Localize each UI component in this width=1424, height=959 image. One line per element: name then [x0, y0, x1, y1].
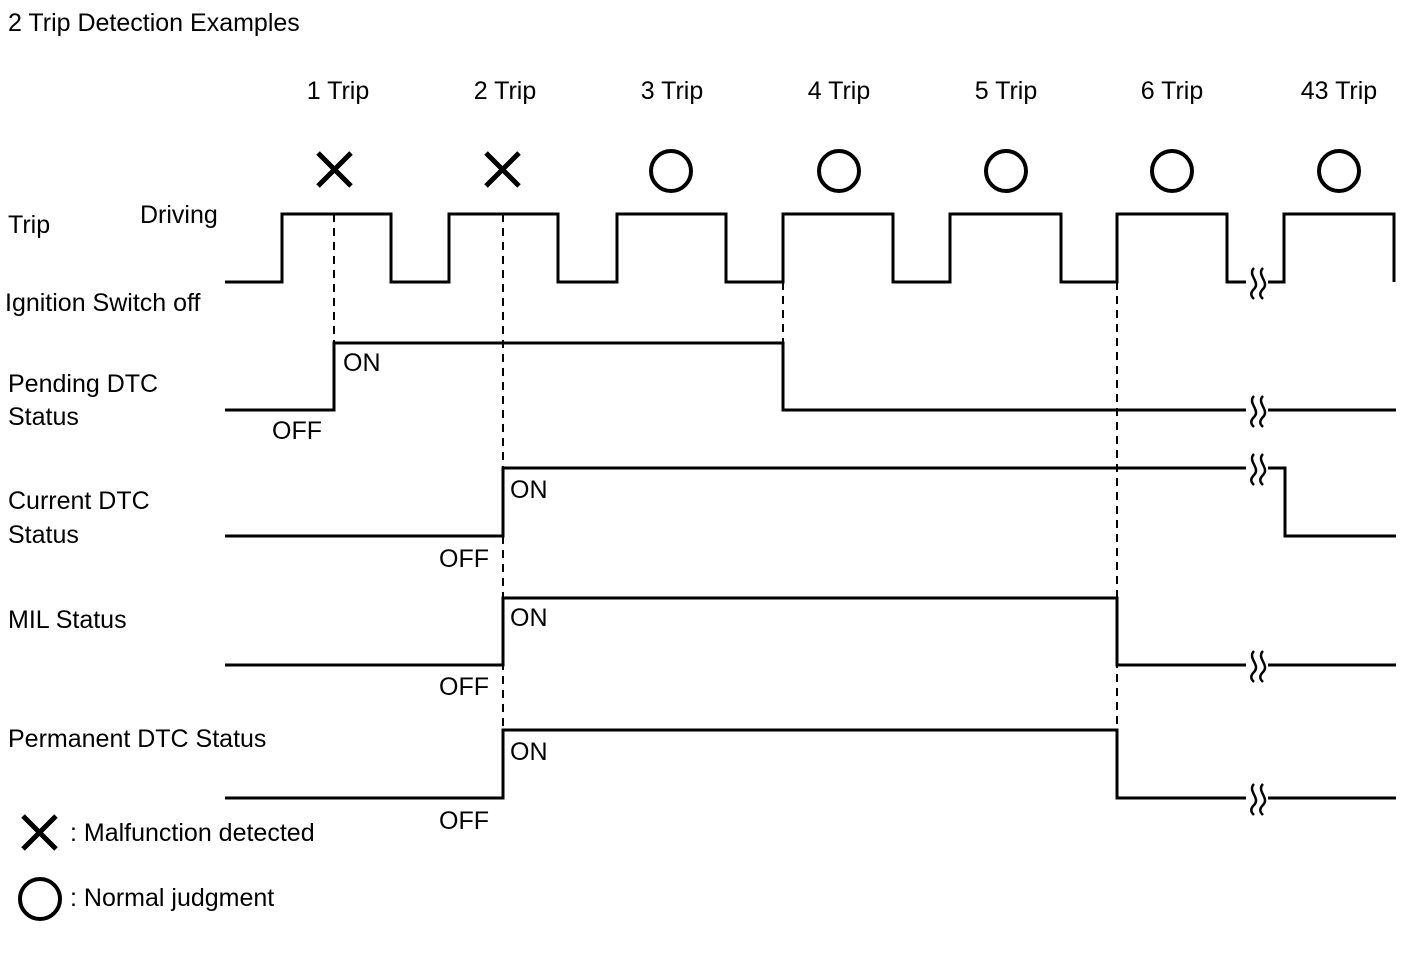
- trip-row-label: Trip: [8, 211, 50, 239]
- break-mark-pending: [1250, 395, 1267, 428]
- mil-off-label: OFF: [439, 673, 489, 701]
- trip-label-1: 1 Trip: [307, 77, 370, 105]
- permanent-on-label: ON: [510, 738, 548, 766]
- trip-label-2: 2 Trip: [474, 77, 537, 105]
- permanent-off-label: OFF: [439, 807, 489, 835]
- trip-label-3: 3 Trip: [641, 77, 704, 105]
- trip-waveform-end: [1268, 212, 1396, 284]
- trip-waveform: [225, 212, 1246, 284]
- dashed-guides: [333, 214, 1118, 798]
- legend-malfunction-icon: [21, 814, 58, 851]
- malfunction-marker-trip-2: [484, 151, 521, 188]
- pending-dtc-waveform: [225, 341, 1246, 412]
- normal-marker-trip-6: [1150, 149, 1194, 193]
- mil-on-label: ON: [510, 604, 548, 632]
- normal-marker-trip-43: [1317, 149, 1361, 193]
- permanent-dtc-label: Permanent DTC Status: [8, 725, 266, 753]
- trip-label-5: 5 Trip: [975, 77, 1038, 105]
- break-mark-trip: [1250, 267, 1267, 300]
- break-mark-current: [1250, 453, 1267, 486]
- malfunction-marker-trip-1: [316, 151, 353, 188]
- current-dtc-waveform: [225, 466, 1246, 538]
- normal-marker-trip-5: [984, 149, 1028, 193]
- current-off-label: OFF: [439, 545, 489, 573]
- trip-low-label: Ignition Switch off: [5, 289, 201, 317]
- break-mark-mil: [1250, 650, 1267, 683]
- pending-dtc-label-line2: Status: [8, 403, 79, 431]
- normal-marker-trip-4: [817, 149, 861, 193]
- pending-off-label: OFF: [272, 417, 322, 445]
- current-dtc-waveform-end: [1268, 466, 1396, 538]
- trip-high-label: Driving: [140, 201, 218, 229]
- break-mark-permanent: [1250, 783, 1267, 816]
- current-dtc-label-line1: Current DTC: [8, 487, 150, 515]
- legend-normal-icon: [18, 877, 62, 921]
- pending-on-label: ON: [343, 349, 381, 377]
- current-dtc-label-line2: Status: [8, 521, 79, 549]
- trip-label-6: 6 Trip: [1141, 77, 1204, 105]
- trip-label-43: 43 Trip: [1301, 77, 1377, 105]
- pending-dtc-label-line1: Pending DTC: [8, 370, 158, 398]
- mil-waveform: [225, 596, 1246, 667]
- legend-malfunction-text: : Malfunction detected: [70, 819, 315, 847]
- mil-status-label: MIL Status: [8, 606, 127, 634]
- normal-marker-trip-3: [649, 149, 693, 193]
- diagram-title: 2 Trip Detection Examples: [8, 9, 300, 37]
- trip-label-4: 4 Trip: [808, 77, 871, 105]
- legend-normal-text: : Normal judgment: [70, 884, 274, 912]
- permanent-dtc-waveform: [225, 728, 1246, 800]
- current-on-label: ON: [510, 476, 548, 504]
